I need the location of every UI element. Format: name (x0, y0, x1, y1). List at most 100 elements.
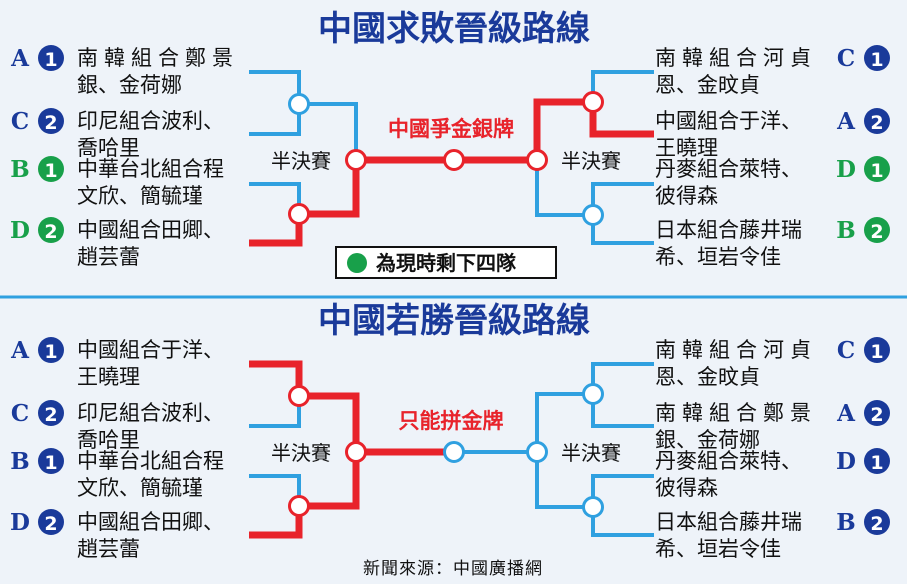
team-name-line2: 彼得森 (655, 476, 718, 500)
bracket-node-icon (443, 441, 465, 463)
bracket-line (535, 160, 593, 217)
rank-number: 2 (870, 404, 883, 426)
bracket-node-icon (582, 91, 604, 113)
team-name-line1: 中國組合于洋、 (655, 109, 802, 133)
team-name-line2: 恩、金旼貞 (655, 365, 760, 389)
circle-badge-icon (38, 400, 64, 426)
bracket-node-icon (288, 93, 310, 115)
group-letter: B (836, 509, 855, 536)
rank-number: 2 (870, 112, 883, 134)
circle-badge-icon (38, 45, 64, 71)
team-name-line2: 趙芸蕾 (77, 245, 140, 269)
circle-badge-icon (864, 45, 890, 71)
team-name-line2: 希、垣岩令佳 (655, 245, 781, 269)
circle-badge-icon (864, 400, 890, 426)
group-letter: D (10, 509, 30, 536)
rank-number: 1 (870, 341, 883, 363)
team-name-line1: 中華台北組合程 (77, 449, 224, 473)
semifinal-label-right: 半決賽 (561, 441, 621, 465)
team-name-line1: 中國組合田卿、 (77, 218, 224, 242)
bracket-node-icon (345, 441, 367, 463)
team-name-line1: 丹麥組合萊特、 (655, 157, 802, 181)
bracket-line (299, 160, 360, 218)
team-name-line1: 丹麥組合萊特、 (655, 449, 802, 473)
green-dot-icon (347, 253, 367, 273)
group-letter: A (10, 337, 30, 364)
group-letter: C (837, 337, 855, 364)
circle-badge-icon (864, 337, 890, 363)
rank-number: 2 (870, 513, 883, 535)
circle-badge-icon (38, 108, 64, 134)
bracket-node-icon (288, 495, 310, 517)
team-name-line2: 銀、金荷娜 (77, 73, 182, 97)
group-letter: A (10, 45, 30, 72)
group-letter: B (10, 448, 29, 475)
team-name-line2: 文欣、簡毓瑾 (77, 476, 203, 500)
circle-badge-icon (864, 448, 890, 474)
semifinal-label-right: 半決賽 (561, 149, 621, 173)
team-name-line1: 中華台北組合程 (77, 157, 224, 181)
rank-number: 1 (44, 452, 57, 474)
bracket-node-icon (582, 204, 604, 226)
rank-number: 1 (870, 49, 883, 71)
group-letter: A (836, 108, 856, 135)
legend-box (335, 246, 557, 279)
bracket-node-icon (345, 149, 367, 171)
circle-badge-icon (864, 108, 890, 134)
team-name-line2: 恩、金旼貞 (655, 73, 760, 97)
bracket-node-icon (288, 203, 310, 225)
rank-number: 1 (870, 452, 883, 474)
team-name-line1: 印尼組合波利、 (77, 401, 224, 425)
group-letter: B (836, 217, 855, 244)
bracket-line (299, 452, 360, 510)
rank-number: 2 (44, 221, 57, 243)
bracket-node-icon (443, 149, 465, 171)
bracket-line (299, 102, 358, 160)
bracket-line (533, 98, 593, 160)
bracket-line (299, 392, 360, 452)
rank-number: 1 (44, 341, 57, 363)
rank-number: 2 (44, 513, 57, 535)
team-name-line2: 希、垣岩令佳 (655, 537, 781, 561)
group-letter: B (10, 156, 29, 183)
group-letter: D (10, 217, 30, 244)
group-letter: C (11, 108, 29, 135)
source-credit: 新聞來源：中國廣播網 (363, 559, 543, 579)
final-label: 中國爭金銀牌 (388, 117, 514, 141)
rank-number: 1 (44, 49, 57, 71)
circle-badge-icon (38, 156, 64, 182)
team-name-line1: 中國組合田卿、 (77, 510, 224, 534)
circle-badge-icon (38, 509, 64, 535)
legend-text: 為現時剩下四隊 (376, 251, 517, 275)
team-name-line2: 王曉理 (77, 365, 140, 389)
rank-number: 2 (44, 404, 57, 426)
group-letter: C (11, 400, 29, 427)
circle-badge-icon (38, 448, 64, 474)
bracket-node-icon (526, 149, 548, 171)
rank-number: 2 (44, 112, 57, 134)
team-name-line2: 銀、金荷娜 (655, 428, 760, 452)
group-letter: C (837, 45, 855, 72)
bracket-node-icon (582, 496, 604, 518)
team-name-line2: 喬哈里 (77, 428, 140, 452)
semifinal-label-left: 半決賽 (271, 441, 331, 465)
rank-number: 1 (870, 160, 883, 182)
team-name-line1: 南韓組合鄭景 (77, 46, 239, 70)
team-name-line2: 彼得森 (655, 184, 718, 208)
team-name-line1: 中國組合于洋、 (77, 338, 224, 362)
bracket-line (535, 452, 593, 509)
circle-badge-icon (38, 337, 64, 363)
